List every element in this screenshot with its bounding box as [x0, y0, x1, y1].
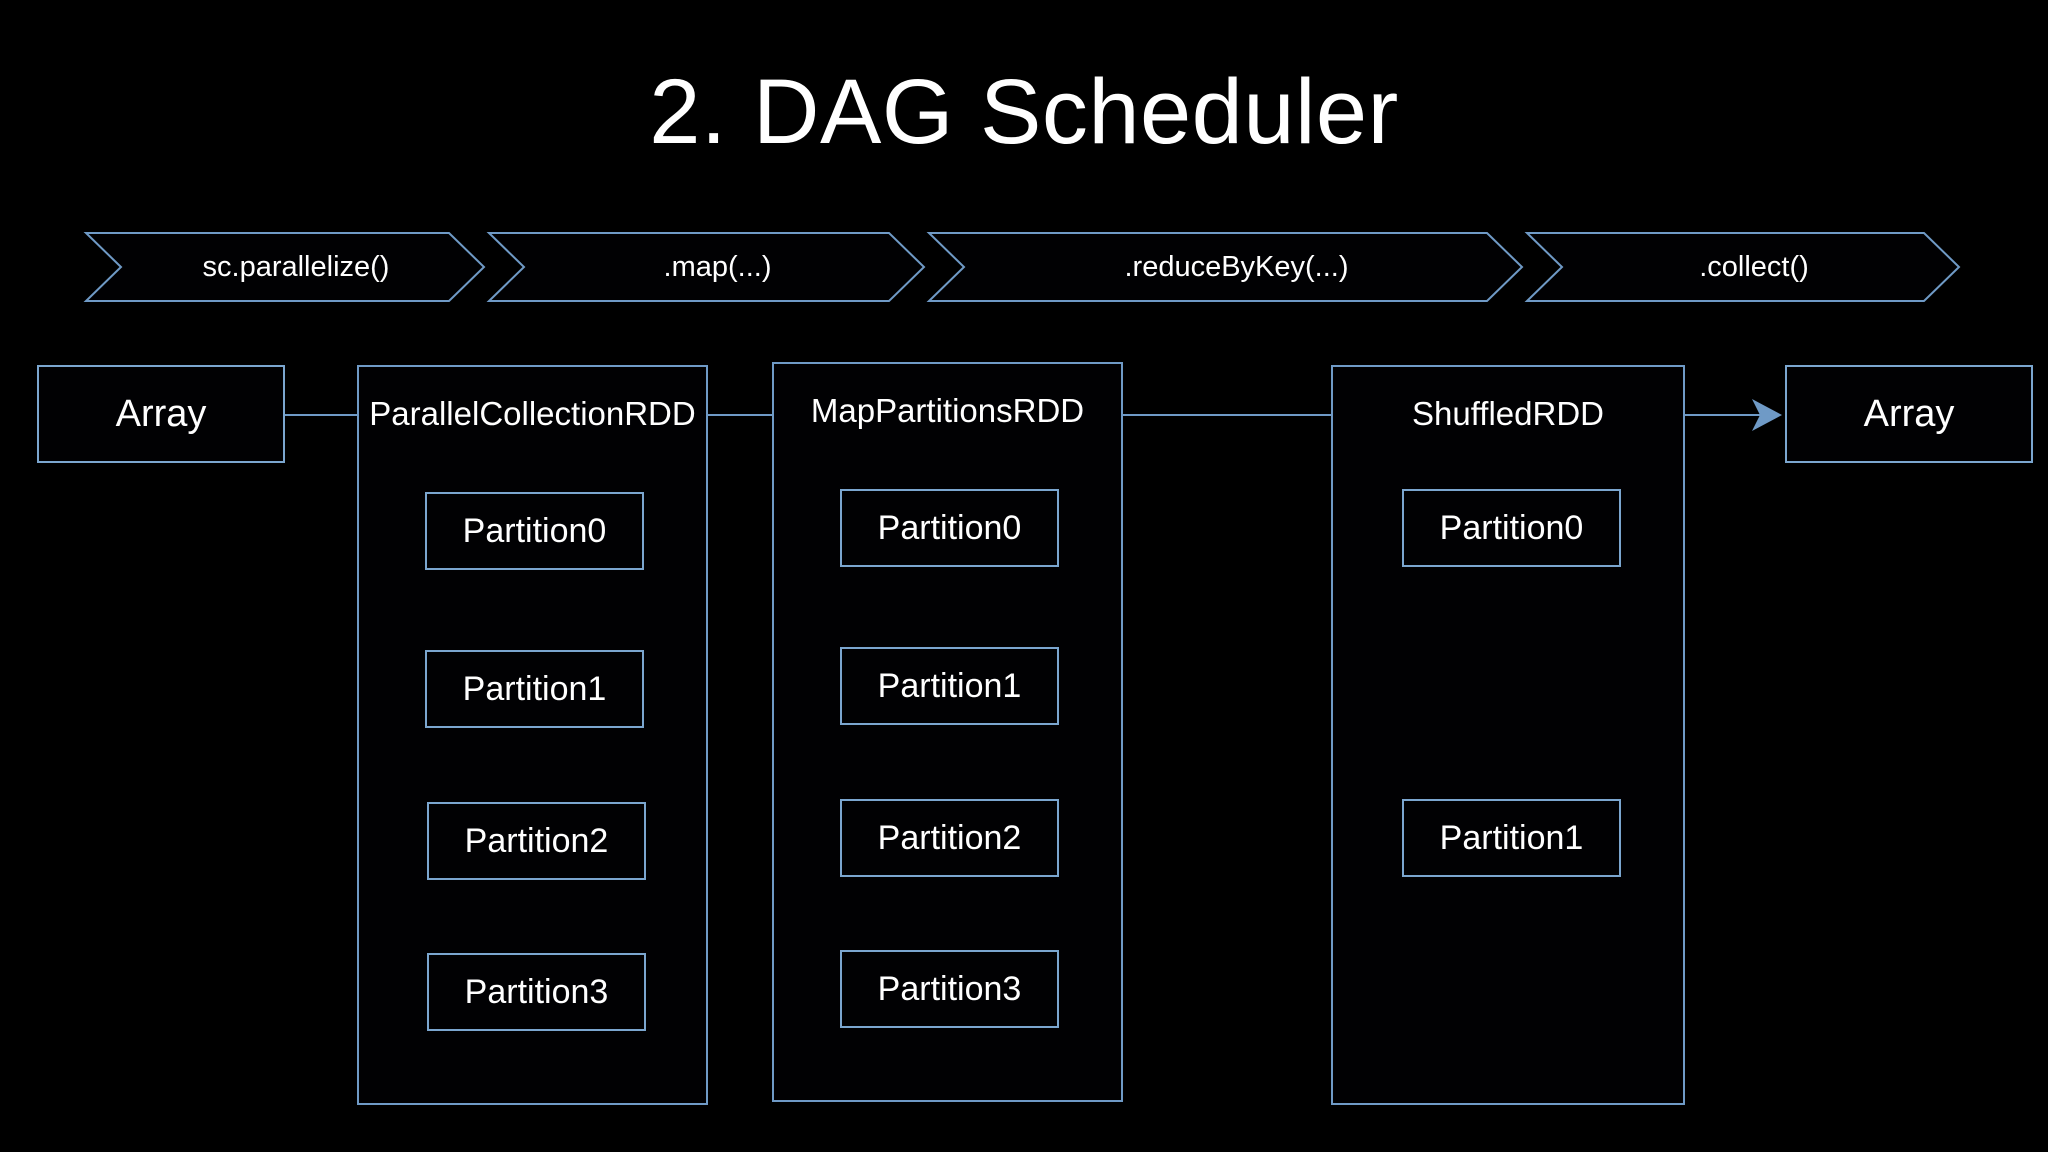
page-title: 2. DAG Scheduler — [649, 61, 1399, 163]
partition-box[interactable]: Partition1 — [425, 650, 644, 728]
arrow-head-icon — [1752, 399, 1782, 431]
partition-label: Partition2 — [877, 818, 1022, 857]
partition-box[interactable]: Partition1 — [840, 647, 1059, 725]
partition-label: Partition0 — [877, 508, 1022, 547]
partition-label: Partition3 — [464, 972, 609, 1011]
stage-label-2: .reduceByKey(...) — [1124, 250, 1349, 283]
source-array-box[interactable]: Array — [37, 365, 285, 463]
stage-chevron-0[interactable]: sc.parallelize() — [85, 232, 485, 302]
result-array-box[interactable]: Array — [1785, 365, 2033, 463]
rdd-container-shuffledrdd[interactable]: ShuffledRDD Partition0 Partition1 — [1331, 365, 1685, 1105]
stage-chevron-1[interactable]: .map(...) — [488, 232, 925, 302]
partition-label: Partition0 — [1439, 508, 1584, 547]
partition-box[interactable]: Partition3 — [840, 950, 1059, 1028]
rdd-title-mappartitionsrdd: MapPartitionsRDD — [810, 392, 1085, 429]
partition-label: Partition0 — [462, 511, 607, 550]
partition-box[interactable]: Partition2 — [427, 802, 646, 880]
partition-box[interactable]: Partition0 — [1402, 489, 1621, 567]
partition-box[interactable]: Partition0 — [840, 489, 1059, 567]
partition-box[interactable]: Partition3 — [427, 953, 646, 1031]
rdd-title-shuffledrdd: ShuffledRDD — [1412, 395, 1604, 432]
connector-shuffled-to-array — [1685, 414, 1775, 416]
stage-label-0: sc.parallelize() — [202, 250, 390, 283]
stage-label-1: .map(...) — [663, 250, 772, 283]
partition-label: Partition3 — [877, 969, 1022, 1008]
stage-chevron-2[interactable]: .reduceByKey(...) — [928, 232, 1523, 302]
connector-parallelcollection-to-mappartitions — [707, 414, 773, 416]
result-array-label: Array — [1863, 392, 1955, 435]
rdd-title-parallelcollectionrdd: ParallelCollectionRDD — [369, 395, 696, 432]
partition-box[interactable]: Partition1 — [1402, 799, 1621, 877]
stage-label-3: .collect() — [1699, 250, 1809, 283]
partition-label: Partition2 — [464, 821, 609, 860]
stage-chevron-3[interactable]: .collect() — [1526, 232, 1960, 302]
partition-box[interactable]: Partition0 — [425, 492, 644, 570]
partition-label: Partition1 — [1439, 818, 1584, 857]
chevron-shape-icon — [1526, 232, 1960, 302]
chevron-shape-icon — [928, 232, 1523, 302]
partition-label: Partition1 — [462, 669, 607, 708]
connector-array-to-parallelcollection — [283, 414, 358, 416]
source-array-label: Array — [115, 392, 207, 435]
chevron-shape-icon — [488, 232, 925, 302]
rdd-container-mappartitionsrdd[interactable]: MapPartitionsRDD Partition0 Partition1 P… — [772, 362, 1123, 1102]
rdd-container-parallelcollectionrdd[interactable]: ParallelCollectionRDD Partition0 Partiti… — [357, 365, 708, 1105]
partition-box[interactable]: Partition2 — [840, 799, 1059, 877]
connector-mappartitions-to-shuffled — [1123, 414, 1331, 416]
stage-chevron-bar: sc.parallelize() .map(...) .reduceByKey(… — [85, 232, 1960, 302]
chevron-shape-icon — [85, 232, 485, 302]
partition-label: Partition1 — [877, 666, 1022, 705]
